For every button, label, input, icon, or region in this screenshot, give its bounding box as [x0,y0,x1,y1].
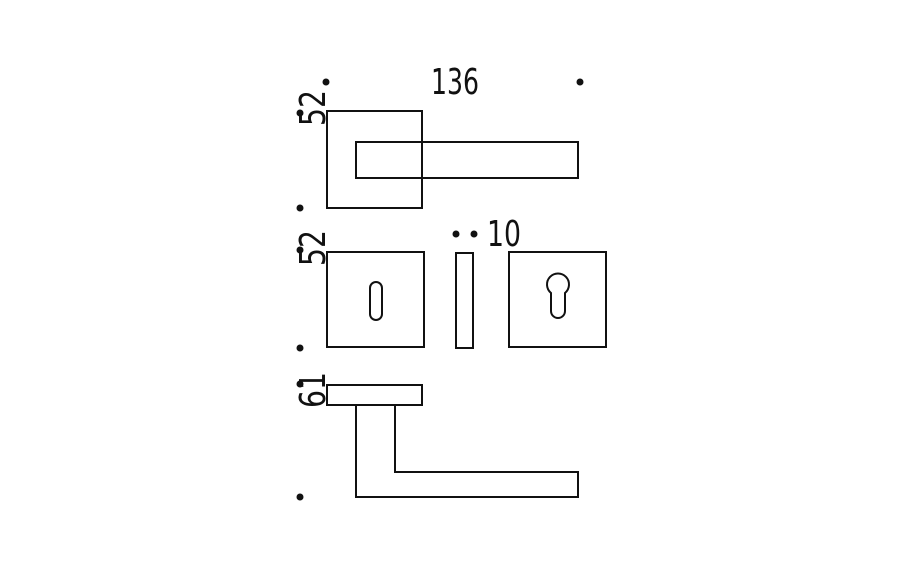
escutcheon-plate [326,251,425,348]
lever-front-view [326,110,579,209]
lever-grip [355,141,579,179]
dimension-dot [296,344,304,352]
escutcheon-plate [508,251,607,348]
lever-side-profile [355,405,579,498]
cylinder-escutcheon [508,251,607,348]
dimension-dot [576,78,584,86]
rose-plate [326,110,423,209]
dimension-dot [296,380,304,388]
dimension-escutcheon-thickness: 10 [487,214,521,255]
dimension-dot [296,246,304,254]
dimension-dot [296,493,304,501]
dimension-dot [296,204,304,212]
lever-side-view [326,384,579,498]
dimension-dot [452,230,460,238]
keyhole-escutcheon [326,251,425,348]
dimension-dot [296,109,304,117]
dimension-dot [470,230,478,238]
keyhole-slot-icon [369,281,383,321]
dimension-rose-height: 52 [293,90,334,126]
dimension-overall-width: 136 [431,62,479,103]
dimension-dot [322,78,330,86]
rose-side-profile [326,384,423,406]
escutcheon-side-profile [455,252,474,349]
euro-cylinder-cutout-icon [546,272,570,319]
